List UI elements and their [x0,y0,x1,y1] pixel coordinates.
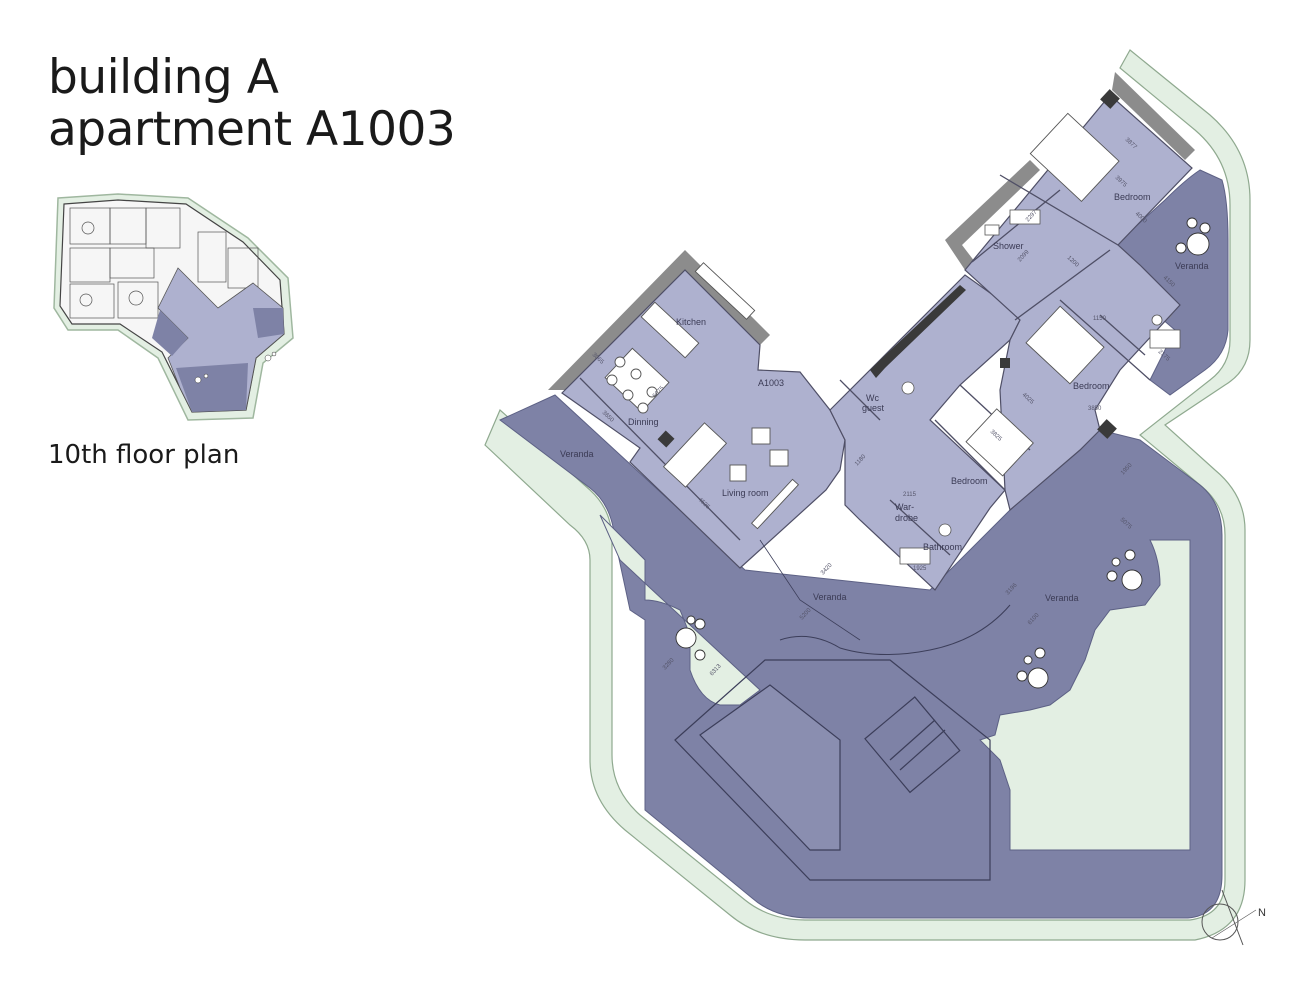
label-wc-guest: guest [862,403,885,413]
apartment-name: apartment A1003 [48,102,456,157]
lounge-sets [675,217,1211,689]
dark-walls [657,89,1120,448]
label-veranda-left: Veranda [560,449,594,459]
interior [561,94,1193,591]
partitions [579,174,1151,556]
label-shower: Shower [993,241,1024,251]
key-plan [53,193,294,421]
label-bedroom-top: Bedroom [1114,192,1151,202]
dim-label: 3850 [1088,406,1102,412]
label-wardrobe-1: War- [895,502,914,512]
label-bedroom-center: Bedroom [951,476,988,486]
compass-north-label: N [1258,907,1266,919]
living-furniture [662,422,800,530]
page-title: building A apartment A1003 [48,50,456,157]
label-veranda-top-right: Veranda [1175,261,1209,271]
label-bathroom: Bathroom [923,542,962,552]
kitchen-island [640,262,756,359]
compass-icon: N [1201,889,1266,946]
dinning-table [604,347,670,414]
dim-label: 1150 [1093,316,1107,322]
dim-label: 1925 [913,566,927,572]
label-living-room: Living room [722,488,769,498]
dim-label: 3420 [820,562,834,576]
label-kitchen: Kitchen [676,317,706,327]
dim-label: 2115 [903,492,917,498]
label-bedroom-mid: Bedroom [1073,381,1110,391]
label-dinning: Dinning [628,417,659,427]
building-name: building A [48,50,279,105]
label-wc: Wc [866,393,879,403]
label-unit: A1003 [758,378,784,388]
bathroom-fixtures [899,209,1181,565]
label-wardrobe-2: drobe [895,513,918,523]
pool [674,659,991,881]
floor-label: 10th floor plan [48,440,240,470]
label-veranda-center: Veranda [813,592,847,602]
label-veranda-right: Veranda [1045,593,1079,603]
beds [965,112,1120,477]
